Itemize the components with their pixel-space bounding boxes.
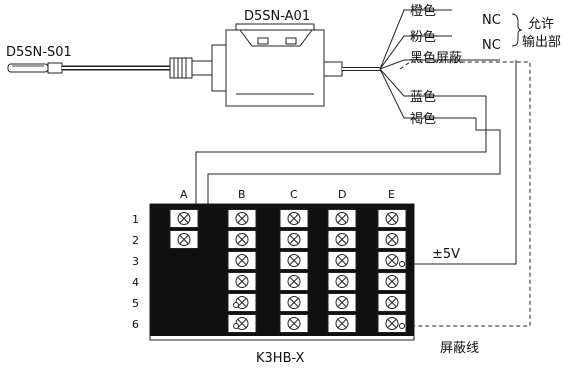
terminal-d5 (327, 293, 357, 312)
pink-wire-label: 粉色 (410, 29, 436, 45)
brown-wire (379, 68, 476, 119)
connection-dot (399, 261, 405, 267)
terminal-e2 (377, 230, 407, 249)
terminal-c5 (279, 293, 309, 312)
row-label-3: 3 (132, 255, 139, 268)
brown-wire-label: 褐色 (410, 111, 436, 127)
amplifier-label: D5SN-A01 (244, 9, 310, 24)
terminal-d4 (327, 272, 357, 291)
nc-brace (511, 13, 523, 47)
terminal-b5 (227, 293, 257, 312)
terminal-b3 (227, 251, 257, 270)
terminal-block (149, 203, 415, 341)
terminal-e1 (377, 209, 407, 228)
terminal-b1 (227, 209, 257, 228)
terminal-a2 (169, 230, 199, 249)
row-label-4: 4 (132, 276, 139, 289)
terminal-e4 (377, 272, 407, 291)
terminal-e5 (377, 293, 407, 312)
terminal-d3 (327, 251, 357, 270)
column-label-c: C (290, 188, 298, 201)
terminal-b2 (227, 230, 257, 249)
orange-wire (379, 9, 452, 70)
row-label-2: 2 (132, 234, 139, 247)
output-label: 输出部 (522, 34, 561, 50)
column-label-b: B (238, 188, 246, 201)
column-label-e: E (388, 188, 395, 201)
terminal-e6 (377, 314, 407, 333)
row-label-6: 6 (132, 318, 139, 331)
terminal-c6 (279, 314, 309, 333)
controller-label: K3HB-X (256, 351, 305, 366)
terminal-c2 (279, 230, 309, 249)
connection-dot (399, 323, 405, 329)
nc-label-2: NC (482, 38, 501, 53)
terminal-a1 (169, 209, 199, 228)
supply-route (402, 60, 517, 265)
terminal-c1 (279, 209, 309, 228)
allow-label: 允许 (528, 16, 554, 32)
sensor-probe (7, 57, 213, 79)
blue-wire (379, 68, 486, 97)
column-label-d: D (338, 188, 346, 201)
terminal-d6 (327, 314, 357, 333)
row-label-5: 5 (132, 297, 139, 310)
terminal-d2 (327, 230, 357, 249)
black-shield-wire-label: 黑色屏蔽 (410, 50, 462, 66)
orange-wire-label: 橙色 (410, 3, 436, 19)
connection-dot (233, 302, 239, 308)
terminal-b6 (227, 314, 257, 333)
connection-dot (233, 323, 239, 329)
shield-label: 屏蔽线 (440, 341, 479, 356)
row-label-1: 1 (132, 213, 139, 226)
sensor-label: D5SN-S01 (6, 45, 72, 60)
supply-label: ±5V (432, 247, 460, 262)
amplifier-unit (211, 23, 343, 107)
shield-route (399, 61, 531, 327)
terminal-b4 (227, 272, 257, 291)
terminal-e3 (377, 251, 407, 270)
terminal-d1 (327, 209, 357, 228)
column-label-a: A (180, 188, 188, 201)
blue-wire-label: 蓝色 (410, 89, 436, 105)
nc-label-1: NC (482, 13, 501, 28)
pink-wire (379, 35, 452, 70)
terminal-c4 (279, 272, 309, 291)
black-shield-wire (379, 59, 500, 70)
terminal-c3 (279, 251, 309, 270)
